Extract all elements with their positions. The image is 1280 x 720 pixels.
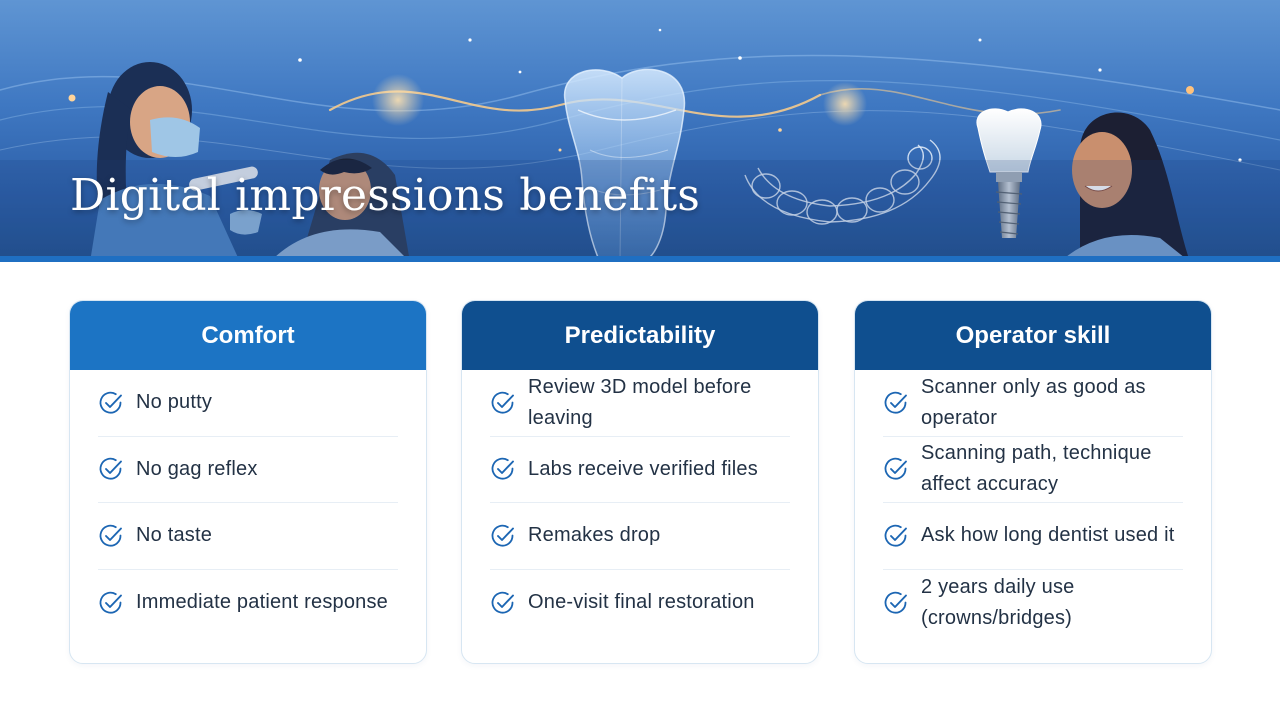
card-item-list: Review 3D model before leaving Labs rece…	[490, 370, 790, 636]
card-predictability: Predictability Review 3D model before le…	[461, 300, 819, 664]
list-item-text: No gag reflex	[136, 457, 258, 480]
list-item-text: 2 years daily use (crowns/bridges)	[921, 575, 1075, 629]
check-circle-icon	[884, 391, 907, 414]
list-item-text: Immediate patient response	[136, 591, 389, 614]
list-item: Review 3D model before leaving	[490, 370, 790, 437]
banner-divider	[0, 256, 1280, 262]
list-item-text: Scanner only as good as operator	[921, 375, 1146, 429]
list-item-text: Review 3D model before leaving	[528, 375, 752, 429]
check-circle-icon	[884, 458, 907, 480]
list-item: Labs receive verified files	[490, 437, 790, 503]
sparkle-dots	[68, 28, 1242, 162]
list-item: 2 years daily use (crowns/bridges)	[883, 570, 1183, 637]
header-banner: Digital impressions benefits	[0, 0, 1280, 262]
dental-arch-aligner	[744, 139, 941, 225]
card-operator-skill: Operator skill Scanner only as good as o…	[854, 300, 1212, 664]
list-item-text: No taste	[136, 524, 213, 547]
list-item-text: Ask how long dentist used it	[921, 524, 1175, 547]
list-item-text: Scanning path, technique affect accuracy	[921, 442, 1152, 496]
check-circle-icon	[99, 391, 122, 414]
list-item-text: Labs receive verified files	[528, 457, 758, 480]
check-circle-icon	[491, 524, 514, 547]
list-item: No putty	[98, 370, 398, 437]
list-item: No gag reflex	[98, 437, 398, 503]
check-circle-icon	[491, 458, 514, 480]
list-item: One-visit final restoration	[490, 570, 790, 637]
card-item-list: Scanner only as good as operator Scannin…	[883, 370, 1183, 636]
check-circle-icon	[884, 591, 907, 614]
check-circle-icon	[491, 391, 514, 414]
check-circle-icon	[491, 591, 514, 614]
list-item: Immediate patient response	[98, 570, 398, 637]
card-item-list: No putty No gag reflex No taste Immediat…	[98, 370, 398, 636]
card-header: Predictability	[462, 301, 818, 370]
check-circle-icon	[99, 591, 122, 614]
wireframe-tooth	[564, 68, 686, 262]
list-item-text: One-visit final restoration	[528, 591, 755, 614]
page-title: Digital impressions benefits	[70, 170, 701, 221]
list-item: Scanning path, technique affect accuracy	[883, 437, 1183, 503]
list-item: Ask how long dentist used it	[883, 503, 1183, 570]
list-item-text: Remakes drop	[528, 524, 661, 547]
smiling-patient-figure	[1060, 112, 1190, 262]
patient-figure	[270, 152, 410, 262]
card-comfort: Comfort No putty No gag reflex No taste	[69, 300, 427, 664]
check-circle-icon	[884, 524, 907, 547]
list-item: No taste	[98, 503, 398, 570]
card-header: Comfort	[70, 301, 426, 370]
dental-technology-illustration	[0, 28, 1280, 262]
check-circle-icon	[99, 458, 122, 480]
dental-implant	[976, 108, 1042, 238]
list-item: Scanner only as good as operator	[883, 370, 1183, 437]
card-header: Operator skill	[855, 301, 1211, 370]
check-circle-icon	[99, 524, 122, 547]
dentist-figure	[90, 62, 262, 262]
list-item: Remakes drop	[490, 503, 790, 570]
list-item-text: No putty	[136, 391, 213, 414]
